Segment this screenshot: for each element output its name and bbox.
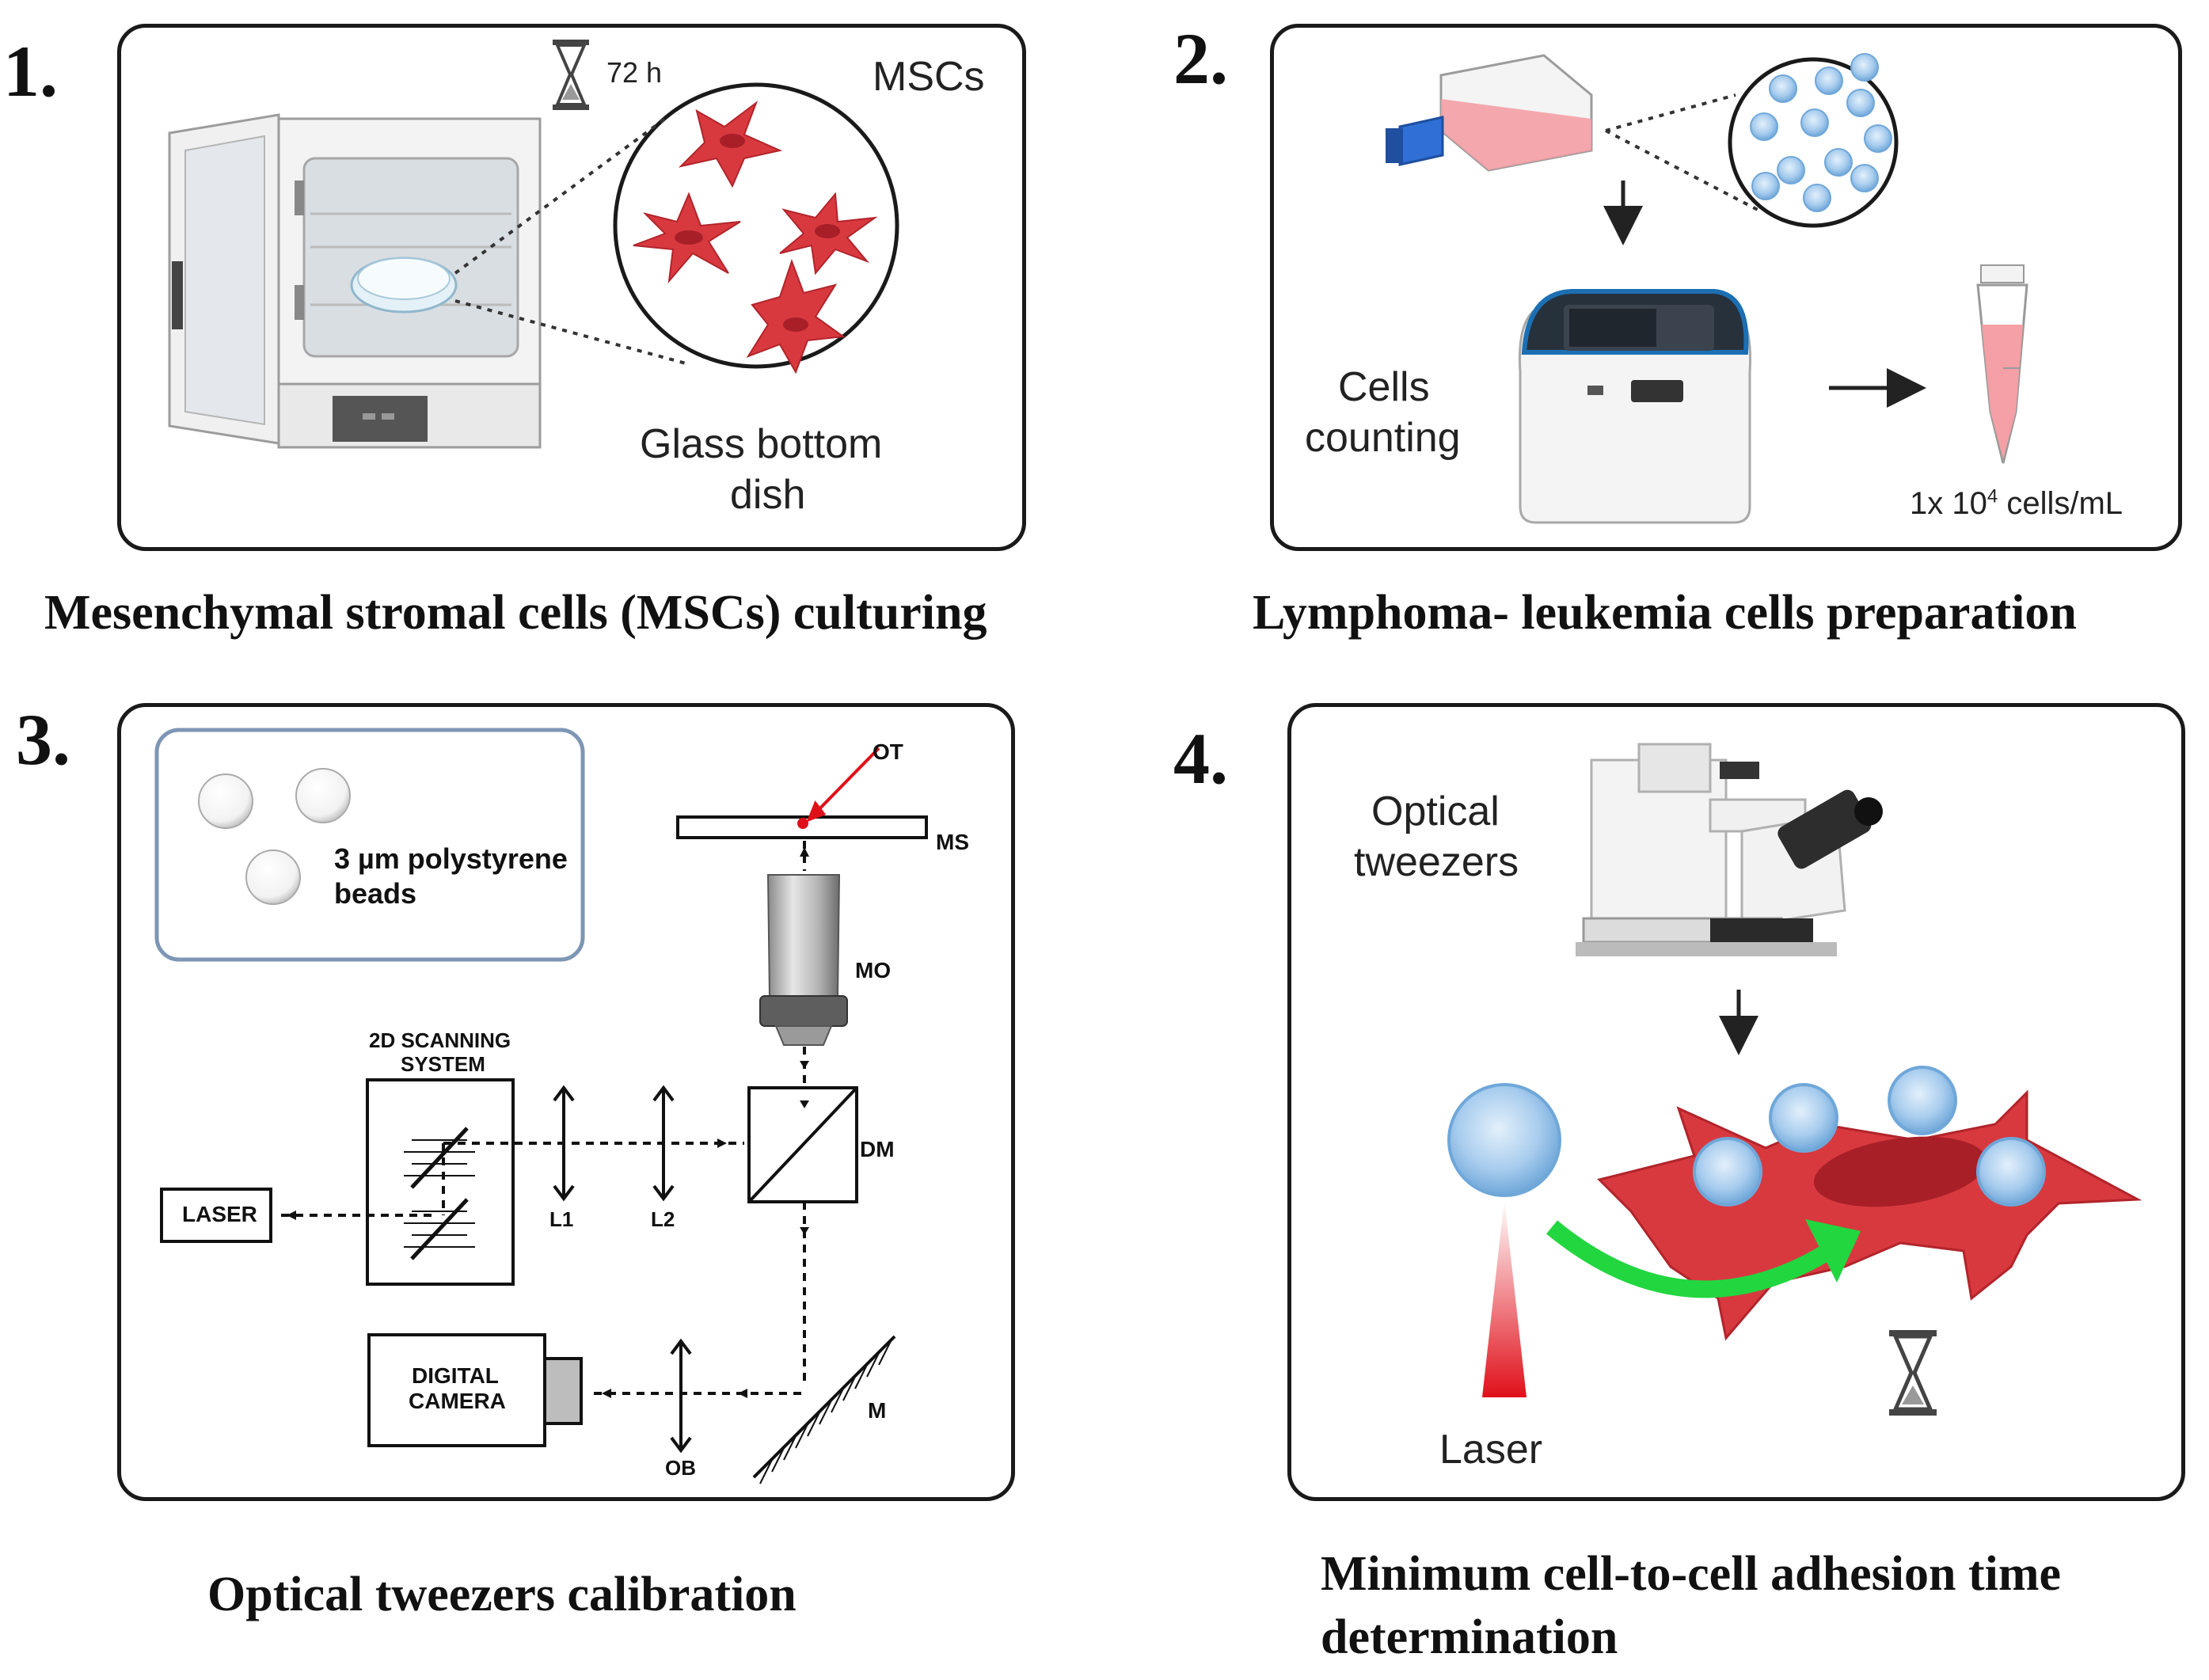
l1-label: L1 [549, 1207, 574, 1231]
laser-beam-icon [1482, 1199, 1527, 1397]
camera-label-line1: DIGITAL [412, 1363, 499, 1388]
panel-3-caption: Optical tweezers calibration [207, 1568, 797, 1621]
lymphocyte-magnified-circle [1605, 57, 1899, 228]
cells-counting-line1: Cells [1338, 364, 1430, 410]
ob-label: OB [665, 1456, 696, 1480]
lymphocyte-cells-icons [1447, 1066, 2046, 1207]
m-label: M [868, 1398, 887, 1423]
green-arrow-head [1805, 1219, 1861, 1283]
msc-cell-icons [633, 101, 878, 374]
panel-3-number: 3. [16, 699, 70, 780]
incubator-icon [168, 113, 542, 449]
panel-4-caption-line1: Minimum cell-to-cell adhesion time [1321, 1547, 2061, 1601]
optical-tweezers-setup [160, 747, 928, 1484]
lymphocyte-small-icons [1750, 53, 1892, 212]
mo-label: MO [855, 958, 892, 983]
laser-label: Laser [1439, 1427, 1543, 1473]
dm-label: DM [860, 1137, 895, 1161]
culture-flask-icon [1386, 54, 1593, 172]
time-72h-label: 72 h [606, 56, 663, 89]
concentration-label: 1x 104 cells/mL [1910, 485, 2123, 521]
mscs-label: MSCs [873, 54, 985, 100]
beads-label-line1: 3 µm polystyrene [334, 842, 568, 875]
beads-label-line2: beads [334, 877, 417, 910]
green-movement-arrow [1546, 1220, 1834, 1298]
cells-counting-line2: counting [1305, 415, 1461, 461]
panel-1-number: 1. [3, 31, 58, 112]
panel-1-caption: Mesenchymal stromal cells (MSCs) culturi… [44, 586, 987, 640]
msc-large-cell-icon [1597, 1089, 2142, 1341]
camera-label-line2: CAMERA [409, 1389, 506, 1413]
glass-dish-label-line1: Glass bottom [640, 421, 883, 467]
scanning-system-line1: 2D SCANNING [369, 1028, 511, 1052]
panel-4-frame [1287, 703, 2185, 1501]
optical-tweezers-line1: Optical [1371, 789, 1500, 834]
panel-2-caption: Lymphoma- leukemia cells preparation [1253, 586, 2077, 640]
beads-inset-box [154, 728, 585, 962]
glass-dish-label-line2: dish [730, 472, 806, 518]
laser-box-label: LASER [182, 1202, 257, 1226]
microscope-icon [1576, 743, 1883, 956]
ms-label: MS [936, 830, 969, 854]
panel-4-caption-line2: determination [1321, 1610, 1618, 1664]
eppendorf-tube-icon [1976, 264, 2028, 464]
ot-label: OT [873, 739, 903, 764]
beam-direction-arrows [287, 847, 809, 1398]
hourglass-icon [553, 40, 589, 110]
panel-4-number: 4. [1173, 718, 1228, 799]
scanning-system-line2: SYSTEM [401, 1052, 485, 1076]
hourglass-icon-4 [1889, 1330, 1937, 1416]
cell-counter-icon [1518, 289, 1752, 524]
optical-tweezers-line2: tweezers [1354, 839, 1519, 885]
l2-label: L2 [651, 1207, 675, 1231]
panel-2-number: 2. [1173, 18, 1228, 99]
